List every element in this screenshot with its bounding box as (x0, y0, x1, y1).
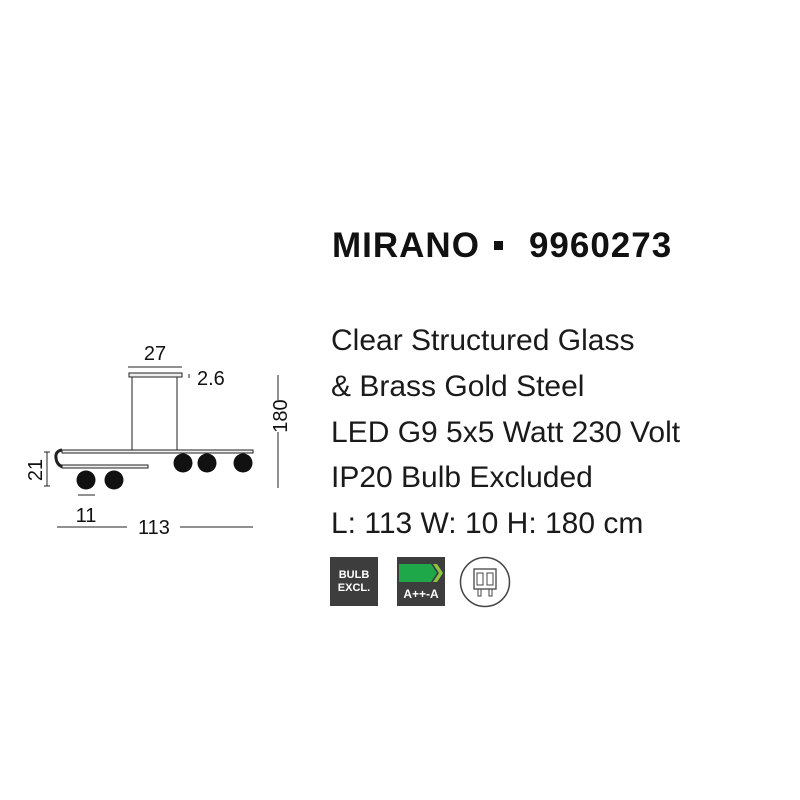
length-label: 113 (138, 517, 170, 539)
globe-diameter-label: 11 (76, 505, 97, 527)
spec-light-source: LED G9 5x5 Watt 230 Volt (331, 415, 681, 449)
canopy-width-label: 27 (144, 343, 166, 365)
canopy-height-label: 2.6 (197, 368, 225, 390)
bulb-excluded-badge: BULB EXCL. (330, 557, 378, 606)
product-name: MIRANO (332, 226, 480, 265)
energy-class-badge: A++-A (397, 557, 445, 606)
badge-text: EXCL. (337, 581, 371, 594)
energy-arrow-icon (399, 564, 443, 582)
spec-material: Clear Structured Glass (331, 324, 635, 357)
product-code: 9960273 (528, 226, 673, 265)
total-height-label: 180 (270, 399, 292, 432)
body-height-label: 21 (25, 459, 47, 481)
glass-globe (233, 453, 253, 473)
spec-list: Clear Structured Glass & Brass Gold Stee… (331, 318, 680, 547)
glass-globe (173, 453, 193, 473)
product-title: MIRANO 9960273 (332, 226, 672, 266)
spec-protection: IP20 Bulb Excluded (331, 461, 593, 495)
lamp-bar (61, 449, 254, 454)
lamp-hook (54, 448, 65, 469)
dimmable-driver-icon (459, 556, 511, 608)
glass-globe (197, 453, 217, 473)
canopy-plate (128, 372, 183, 378)
glass-globe (104, 470, 124, 490)
energy-class-label: A++-A (403, 587, 439, 601)
separator-square (493, 241, 503, 251)
spec-dimensions: L: 113 W: 10 H: 180 cm (331, 507, 644, 541)
spec-finish: & Brass Gold Steel (331, 369, 585, 403)
glass-globe (76, 470, 96, 490)
badge-text: BULB (338, 568, 370, 581)
